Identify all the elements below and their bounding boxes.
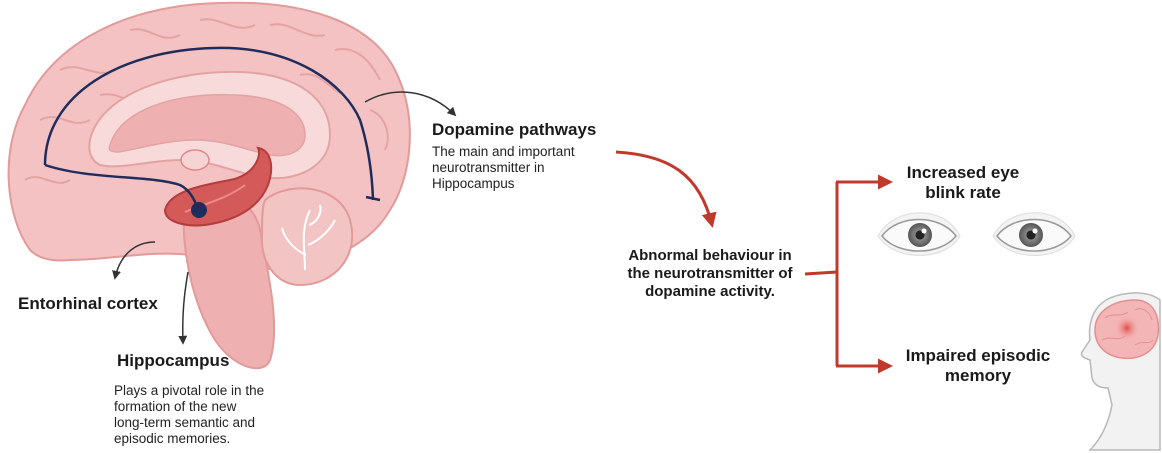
- hippocampus-title: Hippocampus: [117, 351, 297, 371]
- hippocampus-desc-line: long-term semantic and: [114, 415, 294, 431]
- left-eye-icon: [878, 213, 960, 256]
- dopamine-label: Dopamine pathways The main and important…: [432, 120, 612, 192]
- dopamine-source-dot: [191, 202, 207, 218]
- abnormal-label: Abnormal behaviour in the neurotransmitt…: [610, 247, 810, 301]
- dopamine-title: Dopamine pathways: [432, 120, 612, 140]
- hippocampus-label: Hippocampus: [117, 351, 297, 371]
- dopamine-desc-line: The main and important: [432, 144, 612, 160]
- hippocampus-desc: Plays a pivotal role in the formation of…: [114, 383, 294, 447]
- dopamine-desc: The main and important neurotransmitter …: [432, 144, 612, 192]
- episodic-memory-label: Impaired episodic memory: [888, 346, 1068, 386]
- blink-line: Increased eye: [893, 163, 1033, 183]
- entorhinal-title: Entorhinal cortex: [18, 294, 188, 314]
- right-eye-icon: [993, 213, 1075, 256]
- abnormal-line: the neurotransmitter of: [610, 265, 810, 283]
- dopamine-desc-line: Hippocampus: [432, 176, 612, 192]
- memory-line: memory: [888, 366, 1068, 386]
- thalamus: [181, 150, 209, 170]
- hippocampus-desc-line: Plays a pivotal role in the: [114, 383, 294, 399]
- abnormal-line: Abnormal behaviour in: [610, 247, 810, 265]
- blink-rate-label: Increased eye blink rate: [893, 163, 1033, 203]
- abnormal-line: dopamine activity.: [610, 283, 810, 301]
- arrow-to-abnormal: [616, 152, 712, 225]
- head-brain-icon: [1081, 293, 1160, 450]
- hippocampus-desc-line: episodic memories.: [114, 431, 294, 447]
- hippocampus-desc-line: formation of the new: [114, 399, 294, 415]
- dopamine-desc-line: neurotransmitter in: [432, 160, 612, 176]
- cerebellum: [262, 188, 352, 285]
- memory-line: Impaired episodic: [888, 346, 1068, 366]
- blink-line: blink rate: [893, 183, 1033, 203]
- eyes-icon: [878, 213, 1075, 256]
